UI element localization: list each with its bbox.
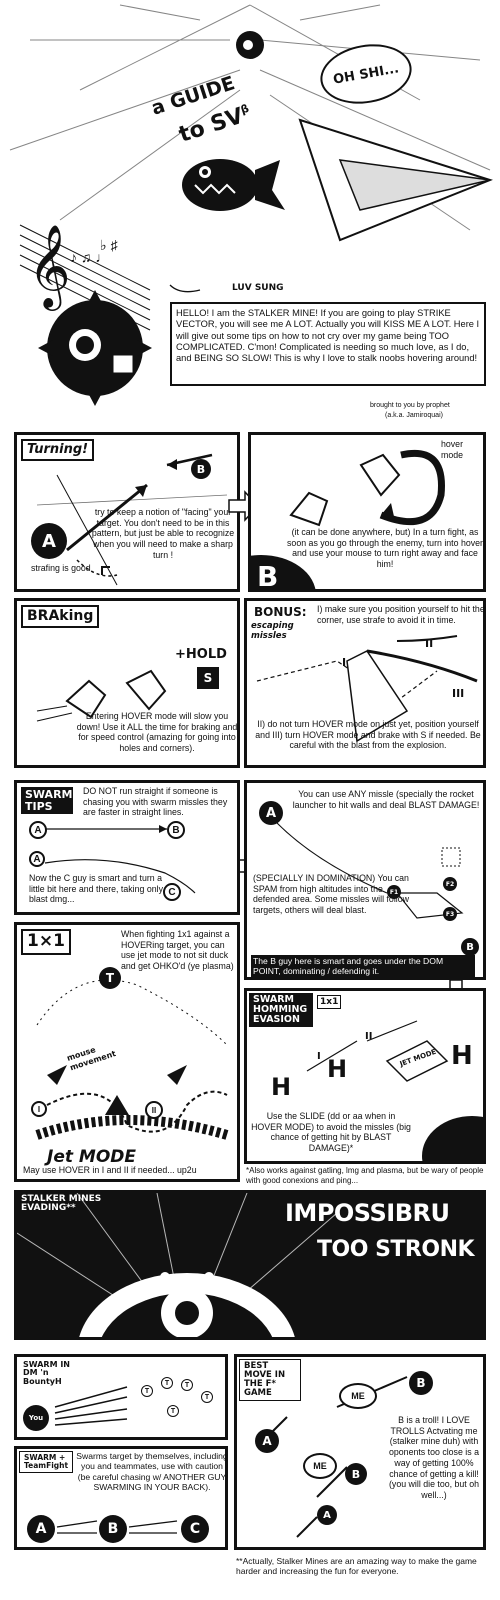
turning-panel: Turning! A B try to keep a notion of "fa… xyxy=(14,432,240,592)
swarm-bounty-panel: SWARM IN DM 'n BountyH You T T T T T xyxy=(14,1354,228,1440)
bonus-label-iii: III xyxy=(452,687,465,700)
t-marker-2: T xyxy=(161,1377,173,1389)
braking-text: Entering HOVER mode will slow you down! … xyxy=(76,711,238,754)
best-move-label-b2: B xyxy=(345,1463,367,1485)
target-t-icon: T xyxy=(99,967,121,989)
impossibru-text: IMPOSSIBRU xyxy=(285,1199,450,1227)
swarm-label-c: C xyxy=(163,883,181,901)
swarm-label-a: A xyxy=(29,821,47,839)
swarm-evasion-label-i: I xyxy=(317,1051,321,1062)
any-missle-text-top: You can use ANY missle (specially the ro… xyxy=(292,789,480,810)
braking-title: BRAking xyxy=(21,605,100,628)
one-v-one-panel: 1×1 When fighting 1x1 against a HOVERing… xyxy=(14,922,240,1182)
any-missle-panel: A You can use ANY missle (specially the … xyxy=(244,780,486,980)
swarm-evasion-tag: 1x1 xyxy=(317,995,342,1009)
best-move-label-b: B xyxy=(409,1371,433,1395)
bonus-panel: BONUS: escaping missles I) make sure you… xyxy=(244,598,486,768)
mines-title: STALKER MINES EVADING** xyxy=(21,1194,102,1214)
turning-text: try to keep a notion of "facing" your ta… xyxy=(91,507,235,560)
t-marker-4: T xyxy=(201,1391,213,1403)
intro-text: HELLO! I am the STALKER MINE! If you are… xyxy=(176,308,480,364)
footnote-1: *Also works against gatling, lmg and pla… xyxy=(246,1166,484,1185)
bonus-label-i: I xyxy=(342,656,347,669)
swarm-team-panel: SWARM + TeamFight Swarms target by thems… xyxy=(14,1446,228,1550)
braking-panel: BRAking +HOLD S Entering HOVER mode will… xyxy=(14,598,240,768)
bonus-subtitle: escaping missles xyxy=(251,621,294,642)
hover-h-icon-2: H xyxy=(327,1055,348,1083)
turning-label-b: B xyxy=(191,459,211,479)
best-move-text: B is a troll! I LOVE TROLLS Actvating me… xyxy=(389,1415,479,1501)
swarm-evasion-text: Use the SLIDE (dd or aa when in HOVER MO… xyxy=(251,1111,411,1154)
team-label-c: C xyxy=(181,1515,209,1543)
best-move-label-a: A xyxy=(255,1429,279,1453)
swarm-evasion-panel: SWARM HOMMING EVASION 1x1 I II JET MODE … xyxy=(244,988,486,1164)
swarm-label-a2: A xyxy=(29,851,45,867)
turning-strafe-note: strafing is good xyxy=(31,563,91,573)
any-missle-text-bottom: The B guy here is smart and goes under t… xyxy=(251,955,475,977)
me-marker-1: ME xyxy=(339,1383,377,1409)
me-marker-2: ME xyxy=(303,1453,337,1479)
bonus-text-top: I) make sure you position yourself to hi… xyxy=(317,604,485,625)
luv-song-label: LUV SUNG xyxy=(232,283,284,293)
swarm-tips-text2: Now the C guy is smart and turn a little… xyxy=(29,873,163,905)
too-stronk-text: TOO STRONK xyxy=(317,1237,475,1262)
one-v-one-bottom: May use HOVER in I and II if needed... u… xyxy=(23,1165,197,1175)
hover-text: (it can be done anywhere, but) In a turn… xyxy=(287,527,483,570)
swarm-evasion-title: SWARM HOMMING EVASION xyxy=(249,993,313,1027)
mines-panel: STALKER MINES EVADING** IMPOSSIBRU TOO S… xyxy=(14,1190,486,1340)
one-v-one-title: 1×1 xyxy=(21,929,71,955)
svg-text:♭ ♯: ♭ ♯ xyxy=(100,237,118,253)
any-missle-label-a: A xyxy=(259,801,283,825)
t-marker-5: T xyxy=(167,1405,179,1417)
t-marker-3: T xyxy=(181,1379,193,1391)
one-v-one-label-i: I xyxy=(31,1101,47,1117)
swarm-tips-title: SWARM TIPS xyxy=(21,787,73,815)
credit-line2: (a.k.a. Jamiroquai) xyxy=(385,412,443,419)
any-missle-label-b: B xyxy=(461,938,479,956)
intro-box: HELLO! I am the STALKER MINE! If you are… xyxy=(170,302,486,386)
hover-h-icon-1: H xyxy=(271,1073,292,1101)
hover-label-b: B xyxy=(257,560,279,592)
best-move-panel: BEST MOVE IN THE F* GAME ME B A ME B A B… xyxy=(234,1354,486,1550)
team-label-a: A xyxy=(27,1515,55,1543)
s-key-icon: S xyxy=(197,667,219,689)
f2-marker: F2 xyxy=(443,877,457,891)
swarm-team-text: Swarms target by themselves, including y… xyxy=(76,1451,228,1493)
f3-marker: F3 xyxy=(443,907,457,921)
t-marker-1: T xyxy=(141,1385,153,1397)
hover-panel: hover mode (it can be done anywhere, but… xyxy=(248,432,486,592)
braking-hold-label: +HOLD xyxy=(175,647,227,662)
turning-title: Turning! xyxy=(21,439,95,461)
hover-mode-label: hover mode xyxy=(441,439,464,460)
swarm-tips-text: DO NOT run straight if someone is chasin… xyxy=(83,786,228,818)
footnote-2: **Actually, Stalker Mines are an amazing… xyxy=(236,1556,477,1577)
one-v-one-text: When fighting 1x1 against a HOVERing tar… xyxy=(121,929,234,972)
swarm-bounty-title: SWARM IN DM 'n BountyH xyxy=(19,1359,79,1389)
team-label-b: B xyxy=(99,1515,127,1543)
jet-mode-label: Jet MODE xyxy=(47,1147,136,1167)
best-move-label-a2: A xyxy=(317,1505,337,1525)
svg-text:♪ ♫ ♩: ♪ ♫ ♩ xyxy=(70,249,109,265)
bonus-text-bottom: II) do not turn HOVER mode on just yet, … xyxy=(255,719,481,751)
credit-line1: brought to you by prophet xyxy=(370,402,450,409)
you-marker: You xyxy=(23,1405,49,1431)
f1-marker: F1 xyxy=(387,885,401,899)
swarm-tips-panel: SWARM TIPS DO NOT run straight if someon… xyxy=(14,780,240,915)
hover-h-icon-3: H xyxy=(451,1041,473,1071)
turning-label-a: A xyxy=(31,523,67,559)
swarm-label-b: B xyxy=(167,821,185,839)
any-missle-text-mid: (SPECIALLY IN DOMINATION) You can SPAM f… xyxy=(253,873,409,916)
one-v-one-label-ii: II xyxy=(145,1101,163,1119)
bonus-title: BONUS: xyxy=(250,604,311,621)
swarm-evasion-label-ii: II xyxy=(365,1031,373,1042)
swarm-team-title: SWARM + TeamFight xyxy=(19,1451,73,1473)
bonus-label-ii: II xyxy=(425,637,434,650)
best-move-title: BEST MOVE IN THE F* GAME xyxy=(239,1359,301,1401)
